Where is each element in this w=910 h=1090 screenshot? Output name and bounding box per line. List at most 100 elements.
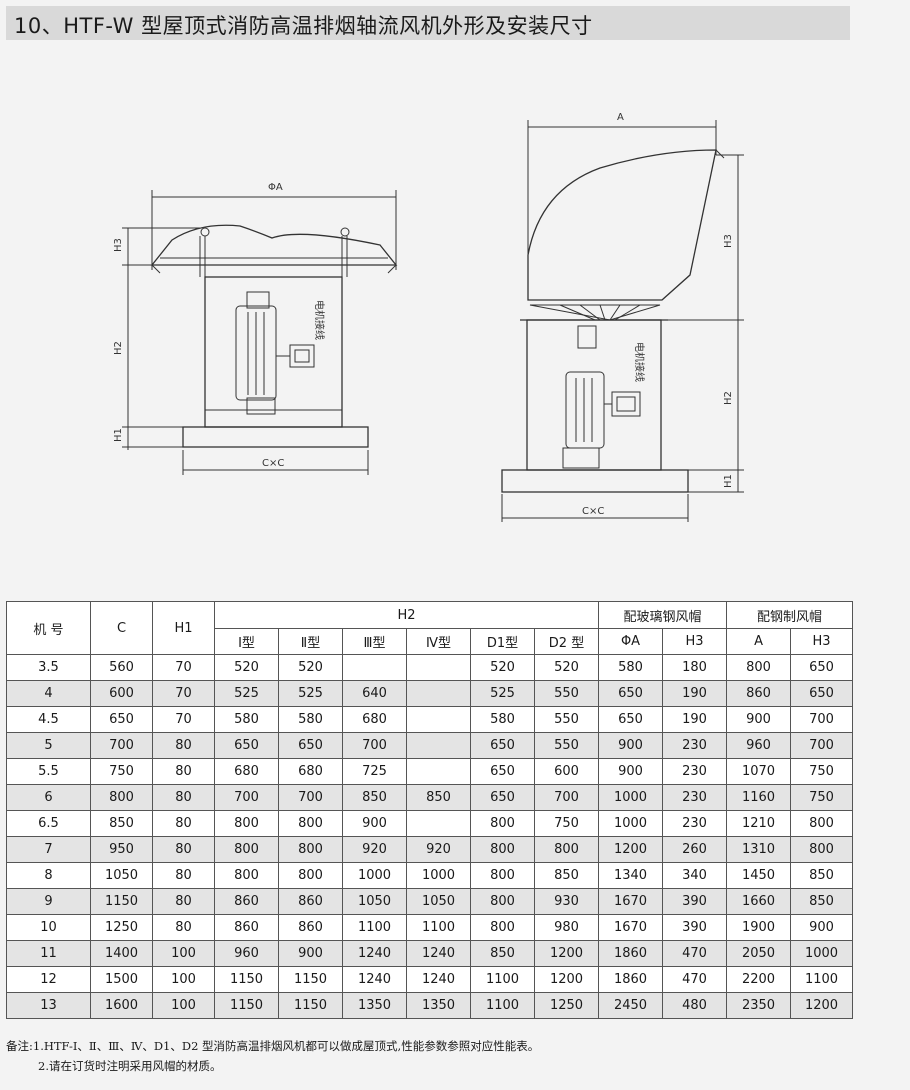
table-cell: 650 bbox=[598, 706, 664, 733]
table-cell: 860 bbox=[278, 914, 343, 941]
table-cell: 580 bbox=[598, 654, 664, 681]
table-cell: 920 bbox=[406, 836, 471, 863]
table-cell: 4 bbox=[6, 680, 91, 707]
table-cell: 1100 bbox=[470, 966, 535, 993]
table-cell: 1900 bbox=[726, 914, 792, 941]
table-cell: 560 bbox=[90, 654, 153, 681]
table-cell bbox=[406, 810, 471, 837]
header-h2: H2 bbox=[213, 601, 600, 629]
table-cell: 800 bbox=[470, 810, 535, 837]
table-cell: 525 bbox=[214, 680, 279, 707]
left-fan-outline bbox=[122, 190, 398, 475]
spec-table: 机 号 C H1 H2 配玻璃钢风帽 配钢制风帽 Ⅰ型 Ⅱ型 Ⅲ型 Ⅳ型 D1型… bbox=[6, 601, 854, 1019]
table-cell: 850 bbox=[90, 810, 153, 837]
table-cell: 5 bbox=[6, 732, 91, 759]
table-cell: 980 bbox=[533, 914, 600, 941]
table-cell: 520 bbox=[214, 654, 279, 681]
table-cell: 3.5 bbox=[6, 654, 91, 681]
table-cell bbox=[406, 732, 471, 759]
header-type-4: Ⅳ型 bbox=[406, 628, 471, 655]
table-cell: 1200 bbox=[533, 966, 600, 993]
header-frp-h3: H3 bbox=[662, 628, 728, 655]
table-cell: 1350 bbox=[406, 992, 471, 1019]
table-cell: 260 bbox=[662, 836, 728, 863]
table-cell: 650 bbox=[598, 680, 664, 707]
table-cell: 1240 bbox=[342, 940, 407, 967]
header-frp-phia: ΦA bbox=[598, 628, 664, 655]
table-cell: 950 bbox=[90, 836, 153, 863]
table-cell: 1660 bbox=[726, 888, 792, 915]
table-cell: 700 bbox=[790, 732, 854, 759]
table-cell: 1000 bbox=[598, 784, 664, 811]
table-cell: 520 bbox=[533, 654, 600, 681]
table-cell: 100 bbox=[152, 992, 215, 1019]
table-cell: 960 bbox=[726, 732, 792, 759]
table-cell: 800 bbox=[533, 836, 600, 863]
table-cell: 1100 bbox=[342, 914, 407, 941]
table-cell: 80 bbox=[152, 732, 215, 759]
table-cell: 70 bbox=[152, 706, 215, 733]
table-cell: 470 bbox=[662, 940, 728, 967]
table-cell: 230 bbox=[662, 784, 728, 811]
table-cell: 700 bbox=[214, 784, 279, 811]
table-cell: 650 bbox=[278, 732, 343, 759]
table-cell: 480 bbox=[662, 992, 728, 1019]
right-dim-h2: H2 bbox=[723, 391, 734, 405]
table-cell: 1200 bbox=[533, 940, 600, 967]
header-type-3: Ⅲ型 bbox=[342, 628, 407, 655]
table-cell: 850 bbox=[533, 862, 600, 889]
table-cell bbox=[342, 654, 407, 681]
table-cell: 180 bbox=[662, 654, 728, 681]
table-cell: 9 bbox=[6, 888, 91, 915]
table-cell: 520 bbox=[278, 654, 343, 681]
table-cell: 580 bbox=[214, 706, 279, 733]
table-cell: 800 bbox=[90, 784, 153, 811]
table-cell: 650 bbox=[470, 732, 535, 759]
left-wiring-note: 电机接线 bbox=[313, 300, 326, 340]
table-cell: 640 bbox=[342, 680, 407, 707]
table-cell: 650 bbox=[470, 758, 535, 785]
table-cell: 340 bbox=[662, 862, 728, 889]
header-c: C bbox=[90, 601, 153, 655]
table-cell: 1500 bbox=[90, 966, 153, 993]
table-cell: 80 bbox=[152, 810, 215, 837]
table-cell: 520 bbox=[470, 654, 535, 681]
table-cell: 1240 bbox=[342, 966, 407, 993]
table-cell: 10 bbox=[6, 914, 91, 941]
table-cell: 1100 bbox=[790, 966, 854, 993]
table-cell: 1160 bbox=[726, 784, 792, 811]
table-cell bbox=[406, 758, 471, 785]
table-cell: 1250 bbox=[90, 914, 153, 941]
table-cell: 900 bbox=[598, 758, 664, 785]
table-cell: 80 bbox=[152, 862, 215, 889]
table-cell: 230 bbox=[662, 758, 728, 785]
table-cell: 80 bbox=[152, 758, 215, 785]
table-cell: 2200 bbox=[726, 966, 792, 993]
table-cell: 7 bbox=[6, 836, 91, 863]
table-cell bbox=[406, 706, 471, 733]
table-cell: 70 bbox=[152, 654, 215, 681]
note-line-2: 2.请在订货时注明采用风帽的材质。 bbox=[38, 1059, 222, 1073]
table-cell: 725 bbox=[342, 758, 407, 785]
right-wiring-note: 电机接线 bbox=[633, 342, 646, 382]
table-cell: 580 bbox=[470, 706, 535, 733]
table-cell: 920 bbox=[342, 836, 407, 863]
table-cell: 80 bbox=[152, 784, 215, 811]
table-header-row-1: 机 号 C H1 H2 配玻璃钢风帽 配钢制风帽 bbox=[6, 601, 854, 655]
table-cell: 550 bbox=[533, 680, 600, 707]
table-cell: 860 bbox=[726, 680, 792, 707]
table-cell: 850 bbox=[406, 784, 471, 811]
left-dim-h3: H3 bbox=[113, 238, 124, 252]
table-cell: 550 bbox=[533, 732, 600, 759]
table-cell: 650 bbox=[90, 706, 153, 733]
table-cell: 700 bbox=[278, 784, 343, 811]
table-cell: 860 bbox=[214, 914, 279, 941]
header-model: 机 号 bbox=[6, 601, 91, 655]
table-cell: 1150 bbox=[90, 888, 153, 915]
table-cell: 1050 bbox=[406, 888, 471, 915]
table-cell bbox=[406, 654, 471, 681]
